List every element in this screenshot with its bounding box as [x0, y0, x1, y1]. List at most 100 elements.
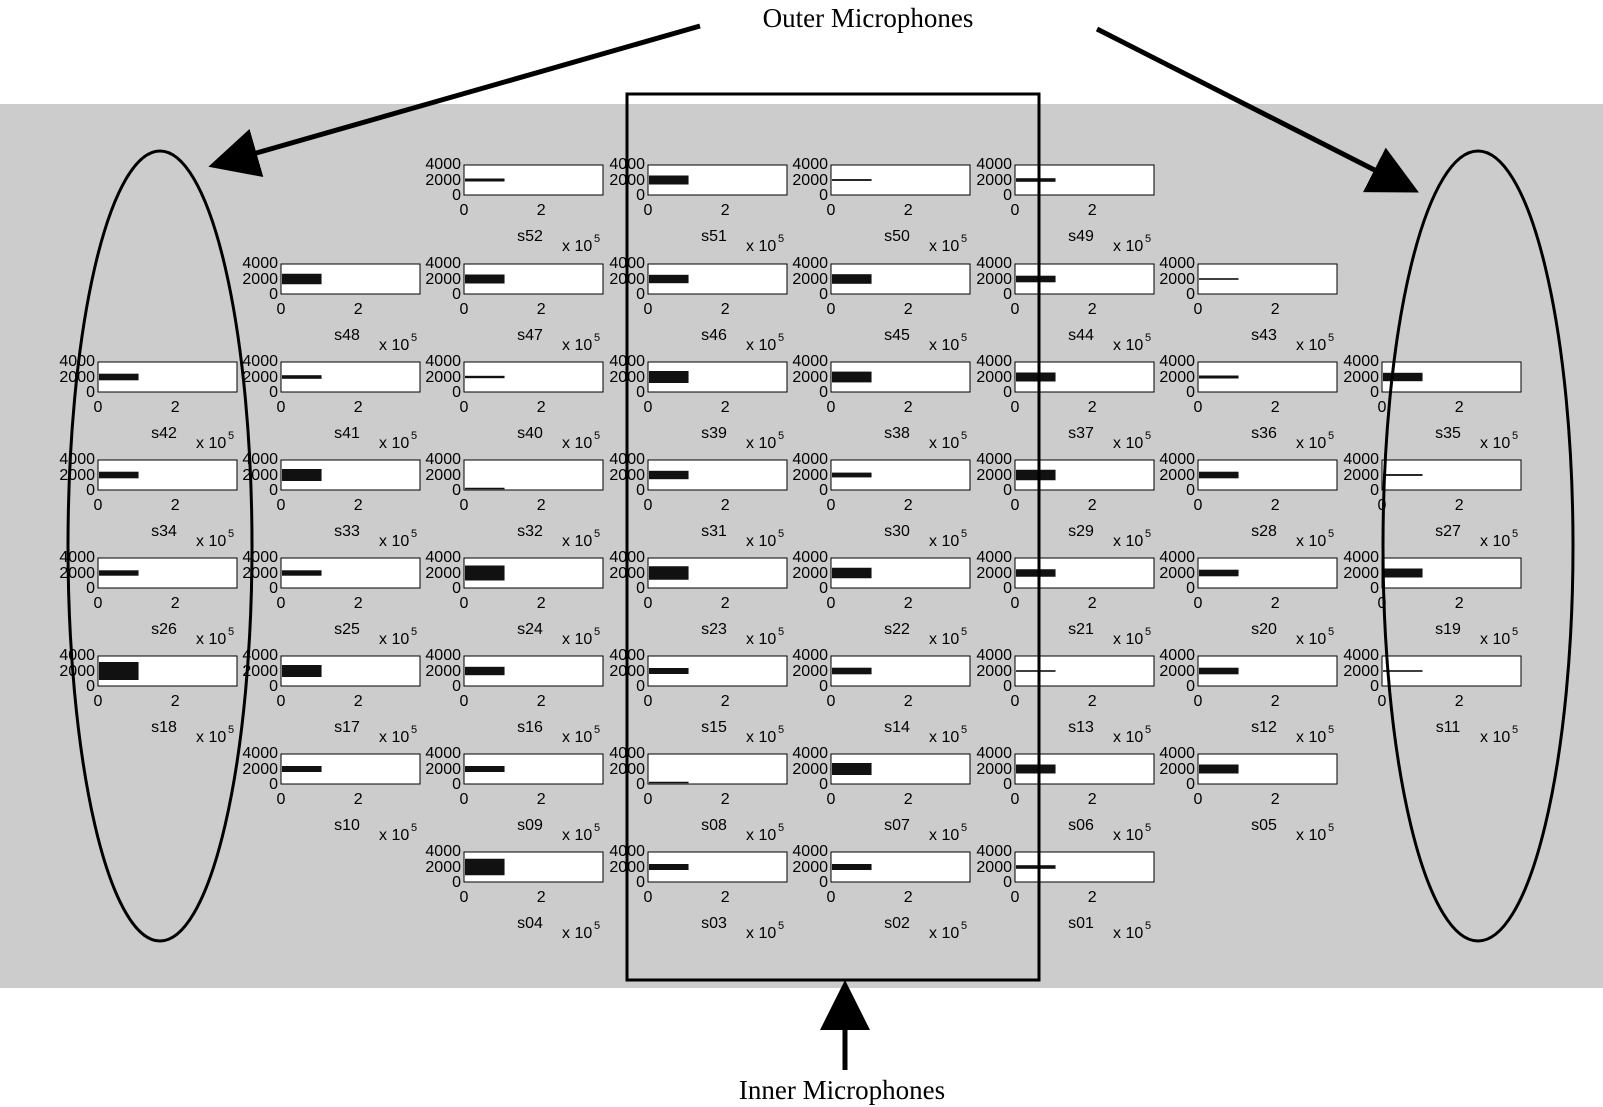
y-tick-label: 2000 — [976, 761, 1012, 778]
y-tick-label: 0 — [1370, 580, 1379, 597]
x-scale-exponent: 5 — [1328, 822, 1334, 834]
subplot-axes — [647, 753, 788, 785]
x-scale-exponent: 5 — [778, 233, 784, 245]
waveform — [465, 178, 505, 182]
x-scale-exponent: 5 — [1328, 626, 1334, 638]
y-tick-label: 2000 — [792, 467, 828, 484]
x-tick-label: 0 — [460, 889, 469, 906]
x-scale-exponent: 5 — [961, 920, 967, 932]
y-tick-label: 4000 — [59, 451, 95, 468]
x-tick-label: 2 — [537, 889, 546, 906]
y-tick-label: 4000 — [976, 745, 1012, 762]
y-tick-label: 0 — [819, 286, 828, 303]
microphone-label: s31 — [701, 523, 727, 540]
y-tick-label: 4000 — [1343, 451, 1379, 468]
outer-microphones-right-ellipse — [1381, 149, 1575, 943]
y-tick-label: 4000 — [1343, 549, 1379, 566]
x-scale-factor: x 10 — [746, 827, 776, 844]
x-scale-factor: x 10 — [1113, 827, 1143, 844]
microphone-label: s24 — [517, 621, 543, 638]
x-tick-label: 0 — [644, 595, 653, 612]
x-tick-label: 2 — [1088, 301, 1097, 318]
x-scale-exponent: 5 — [411, 724, 417, 736]
y-tick-label: 0 — [452, 286, 461, 303]
x-scale-factor: x 10 — [1296, 729, 1326, 746]
microphone-label: s22 — [884, 621, 910, 638]
x-tick-label: 0 — [1011, 202, 1020, 219]
microphone-label: s40 — [517, 425, 543, 442]
x-tick-label: 0 — [1011, 301, 1020, 318]
x-scale-factor: x 10 — [1296, 435, 1326, 452]
microphone-label: s02 — [884, 915, 910, 932]
x-scale-factor: x 10 — [562, 337, 592, 354]
x-tick-label: 2 — [721, 791, 730, 808]
x-tick-label: 0 — [827, 595, 836, 612]
y-tick-label: 2000 — [792, 565, 828, 582]
x-tick-label: 0 — [277, 497, 286, 514]
x-scale-exponent: 5 — [228, 626, 234, 638]
microphone-label: s51 — [701, 228, 727, 245]
waveform — [832, 179, 872, 181]
x-scale-exponent: 5 — [961, 822, 967, 834]
y-tick-label: 4000 — [1343, 647, 1379, 664]
microphone-label: s28 — [1251, 523, 1277, 540]
y-tick-label: 4000 — [792, 549, 828, 566]
x-tick-label: 2 — [721, 399, 730, 416]
y-tick-label: 0 — [819, 678, 828, 695]
y-tick-label: 4000 — [425, 353, 461, 370]
x-tick-label: 0 — [644, 301, 653, 318]
waveform — [649, 371, 689, 383]
microphone-label: s09 — [517, 817, 543, 834]
y-tick-label: 4000 — [792, 255, 828, 272]
waveform — [282, 570, 322, 576]
x-tick-label: 0 — [277, 301, 286, 318]
x-tick-label: 2 — [1455, 497, 1464, 514]
y-tick-label: 4000 — [792, 843, 828, 860]
x-tick-label: 2 — [1455, 693, 1464, 710]
y-tick-label: 0 — [269, 580, 278, 597]
x-scale-factor: x 10 — [746, 337, 776, 354]
microphone-label: s05 — [1251, 817, 1277, 834]
x-scale-factor: x 10 — [379, 337, 409, 354]
x-scale-exponent: 5 — [411, 626, 417, 638]
waveform — [1016, 469, 1056, 481]
y-tick-label: 4000 — [1159, 549, 1195, 566]
x-tick-label: 2 — [904, 301, 913, 318]
x-tick-label: 0 — [277, 791, 286, 808]
waveform — [832, 371, 872, 383]
x-tick-label: 2 — [1455, 399, 1464, 416]
outer-microphones-left-ellipse — [66, 149, 254, 943]
waveform — [282, 273, 322, 285]
y-tick-label: 0 — [269, 776, 278, 793]
x-tick-label: 0 — [460, 595, 469, 612]
y-tick-label: 4000 — [792, 451, 828, 468]
y-tick-label: 4000 — [792, 156, 828, 173]
x-tick-label: 0 — [1378, 595, 1387, 612]
x-tick-label: 2 — [904, 202, 913, 219]
x-scale-exponent: 5 — [1145, 430, 1151, 442]
y-tick-label: 4000 — [1159, 745, 1195, 762]
x-scale-factor: x 10 — [562, 729, 592, 746]
y-tick-label: 2000 — [425, 369, 461, 386]
x-scale-exponent: 5 — [961, 233, 967, 245]
waveform — [99, 373, 139, 381]
subplot-axes — [463, 459, 604, 491]
waveform — [465, 766, 505, 772]
x-tick-label: 0 — [827, 497, 836, 514]
x-scale-factor: x 10 — [1480, 533, 1510, 550]
x-tick-label: 2 — [1271, 693, 1280, 710]
x-tick-label: 0 — [460, 202, 469, 219]
x-scale-factor: x 10 — [929, 925, 959, 942]
x-tick-label: 2 — [537, 693, 546, 710]
y-tick-label: 0 — [1003, 580, 1012, 597]
y-tick-label: 4000 — [242, 353, 278, 370]
y-tick-label: 0 — [819, 776, 828, 793]
x-scale-exponent: 5 — [1328, 528, 1334, 540]
